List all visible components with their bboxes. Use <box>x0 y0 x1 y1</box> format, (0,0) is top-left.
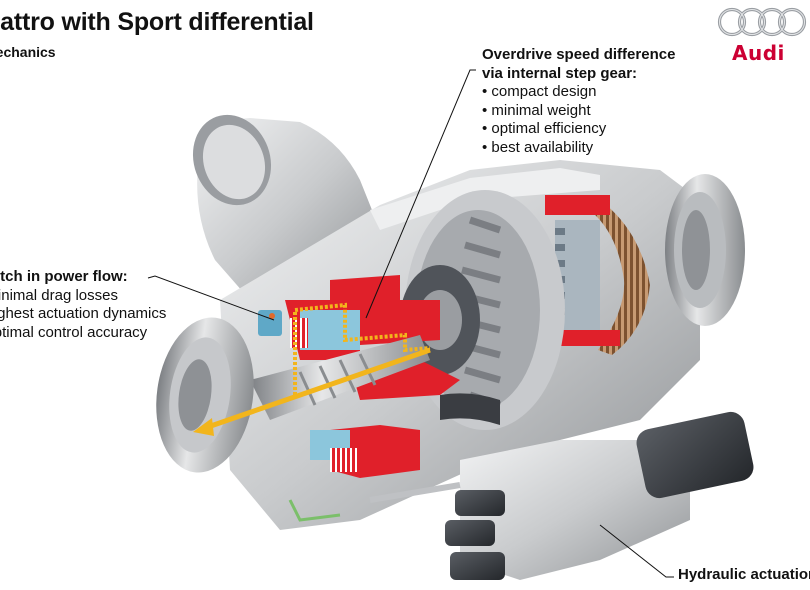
left-clutch-section <box>258 275 500 478</box>
power-flow-path <box>193 302 431 436</box>
callout-overdrive-item: optimal efficiency <box>482 120 675 139</box>
callout-overdrive: Overdrive speed difference via internal … <box>482 46 675 157</box>
leader-line-overdrive <box>365 69 476 319</box>
callout-overdrive-heading-2: via internal step gear: <box>482 64 638 82</box>
right-output-flange <box>665 174 745 326</box>
leader-line-hydraulic <box>599 524 674 578</box>
callout-hydraulic-heading: Hydraulic actuation <box>678 566 810 583</box>
callout-clutch: Clutch in power flow: minimal drag losse… <box>0 268 166 342</box>
callout-clutch-heading: Clutch in power flow: <box>0 268 128 285</box>
callout-clutch-item: highest actuation dynamics <box>0 305 166 324</box>
leader-line-clutch <box>147 275 275 321</box>
callout-hydraulic: Hydraulic actuation <box>678 566 810 585</box>
callout-clutch-item: optimal control accuracy <box>0 324 166 343</box>
callout-overdrive-item: compact design <box>482 83 675 102</box>
right-clutch-pack <box>545 195 650 355</box>
callout-overdrive-item: minimal weight <box>482 102 675 121</box>
callout-clutch-item: minimal drag losses <box>0 287 166 306</box>
page-subtitle: Mechanics <box>0 44 56 60</box>
callout-overdrive-item: best availability <box>482 139 675 158</box>
audi-logo-text: Audi <box>732 41 785 65</box>
callout-overdrive-heading-1: Overdrive speed difference <box>482 46 676 63</box>
four-rings-logo-icon <box>717 7 807 37</box>
page-title: quattro with Sport differential <box>0 8 314 36</box>
hydraulic-unit <box>288 411 754 580</box>
